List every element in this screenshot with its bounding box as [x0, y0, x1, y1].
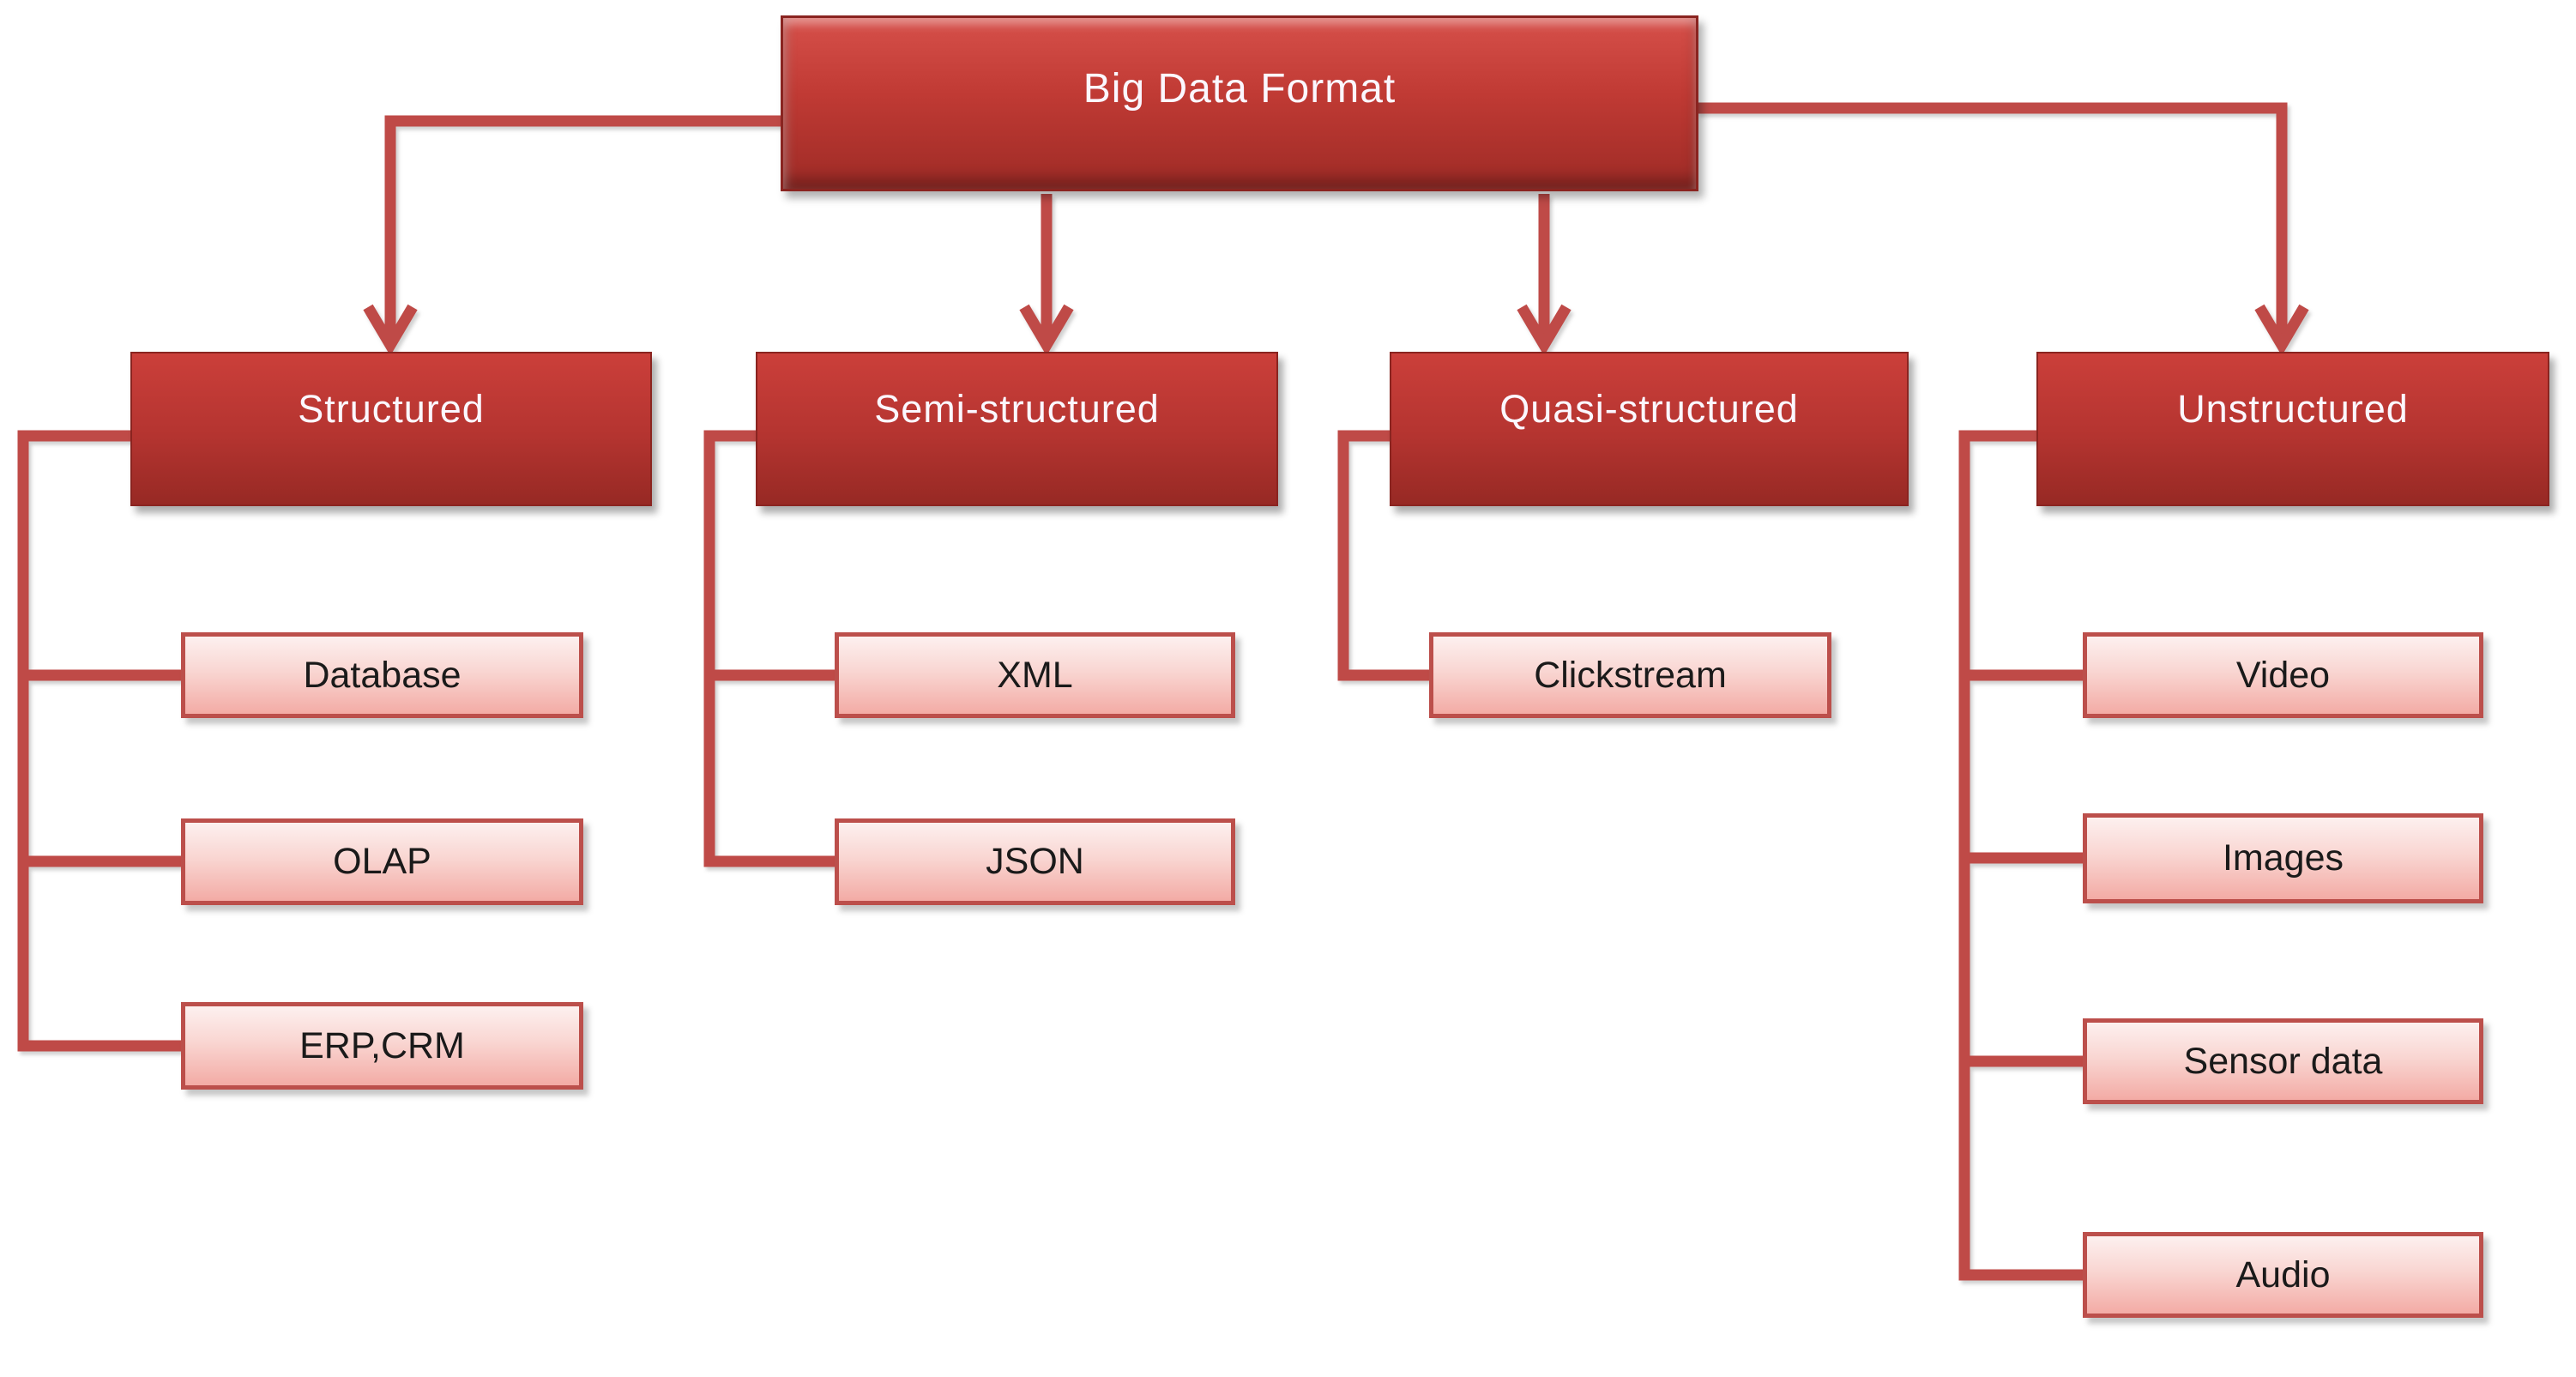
leaf-box-olap: OLAP — [181, 818, 583, 905]
category-box-unstructured: Unstructured — [2036, 352, 2549, 506]
leaf-label: Audio — [2235, 1253, 2331, 1295]
leaf-box-audio: Audio — [2083, 1232, 2483, 1318]
category-label: Structured — [298, 387, 485, 431]
category-box-quasi-structured: Quasi-structured — [1390, 352, 1909, 506]
leaf-label: JSON — [986, 841, 1084, 882]
leaf-label: Video — [2235, 654, 2331, 696]
arrowhead-structured-icon — [363, 304, 418, 356]
leaf-box-erp-crm: ERP,CRM — [181, 1002, 583, 1090]
leaf-label: Sensor data — [2183, 1040, 2383, 1082]
bracket-quasi-structured — [1337, 430, 1429, 681]
category-label: Unstructured — [2177, 387, 2409, 431]
leaf-label: Images — [2222, 837, 2344, 879]
leaf-label: OLAP — [333, 841, 431, 882]
bracket-structured — [17, 430, 181, 1052]
category-label: Quasi-structured — [1499, 387, 1799, 431]
leaf-box-clickstream: Clickstream — [1429, 632, 1831, 718]
leaf-label: Database — [303, 654, 462, 696]
arrow-to-structured — [384, 115, 783, 335]
leaf-box-sensor-data: Sensor data — [2083, 1018, 2483, 1104]
category-label: Semi-structured — [874, 387, 1160, 431]
bracket-semi-structured — [703, 430, 835, 867]
arrowhead-semi-structured-icon — [1019, 304, 1074, 356]
category-box-semi-structured: Semi-structured — [756, 352, 1278, 506]
root-box: Big Data Format — [781, 15, 1698, 191]
category-box-structured: Structured — [130, 352, 652, 506]
leaf-label: Clickstream — [1534, 654, 1727, 696]
leaf-box-xml: XML — [835, 632, 1235, 718]
root-label: Big Data Format — [1083, 66, 1397, 112]
leaf-box-images: Images — [2083, 813, 2483, 903]
arrow-to-unstructured — [1697, 102, 2288, 335]
leaf-label: XML — [997, 654, 1073, 696]
arrowhead-unstructured-icon — [2254, 304, 2309, 356]
leaf-box-json: JSON — [835, 818, 1235, 905]
leaf-box-database: Database — [181, 632, 583, 718]
leaf-label: ERP,CRM — [299, 1024, 465, 1066]
arrowhead-quasi-structured-icon — [1517, 304, 1572, 356]
leaf-box-video: Video — [2083, 632, 2483, 718]
